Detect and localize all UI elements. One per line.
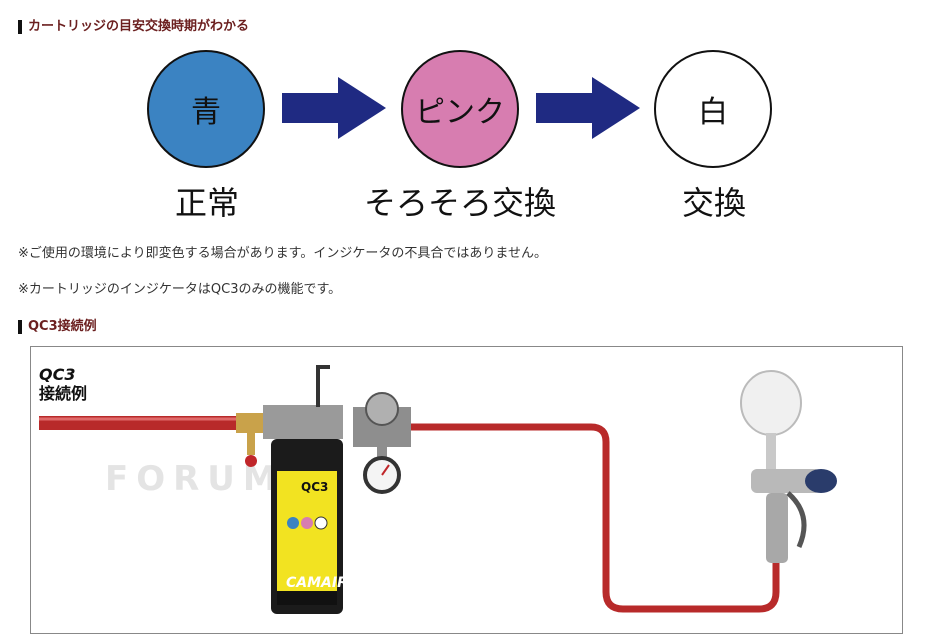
stage-circle-blue: 青 [147, 50, 265, 168]
stage-circle-label: 白 [698, 95, 728, 130]
product-brand-text: CAMAIR [286, 575, 348, 591]
diagram-title: QC3 接続例 [39, 365, 87, 403]
diagram-connection-label: 接続例 [39, 384, 88, 403]
inlet-valve [236, 413, 266, 433]
connection-diagram: FORUM [30, 346, 903, 634]
spray-gun-icon [740, 370, 837, 563]
stage-state-replace: 交換 [681, 184, 746, 222]
stage-circle-label: ピンク [415, 95, 505, 130]
note-indicator-qc3: ※カートリッジのインジケータはQC3のみの機能です。 [18, 282, 342, 297]
section-heading-cartridge: カートリッジの目安交換時期がわかる [18, 20, 249, 34]
note-color-change: ※ご使用の環境により即変色する場合があります。インジケータの不具合ではありません… [18, 246, 547, 261]
product-model-text: QC3 [301, 480, 329, 494]
arrow-right-icon [282, 77, 386, 139]
section-heading-connection: QC3接続例 [18, 320, 97, 334]
stage-circle-pink: ピンク [401, 50, 519, 168]
stage-state-soon: そろそろ交換 [363, 184, 556, 222]
stage-circle-label: 青 [191, 95, 221, 130]
stage-circle-white: 白 [654, 50, 772, 168]
pressure-gauge-icon [363, 456, 401, 494]
diagram-model-label: QC3 [39, 365, 76, 384]
connection-illustration [39, 365, 837, 614]
stage-state-normal: 正常 [174, 184, 239, 222]
arrow-right-icon [536, 77, 640, 139]
